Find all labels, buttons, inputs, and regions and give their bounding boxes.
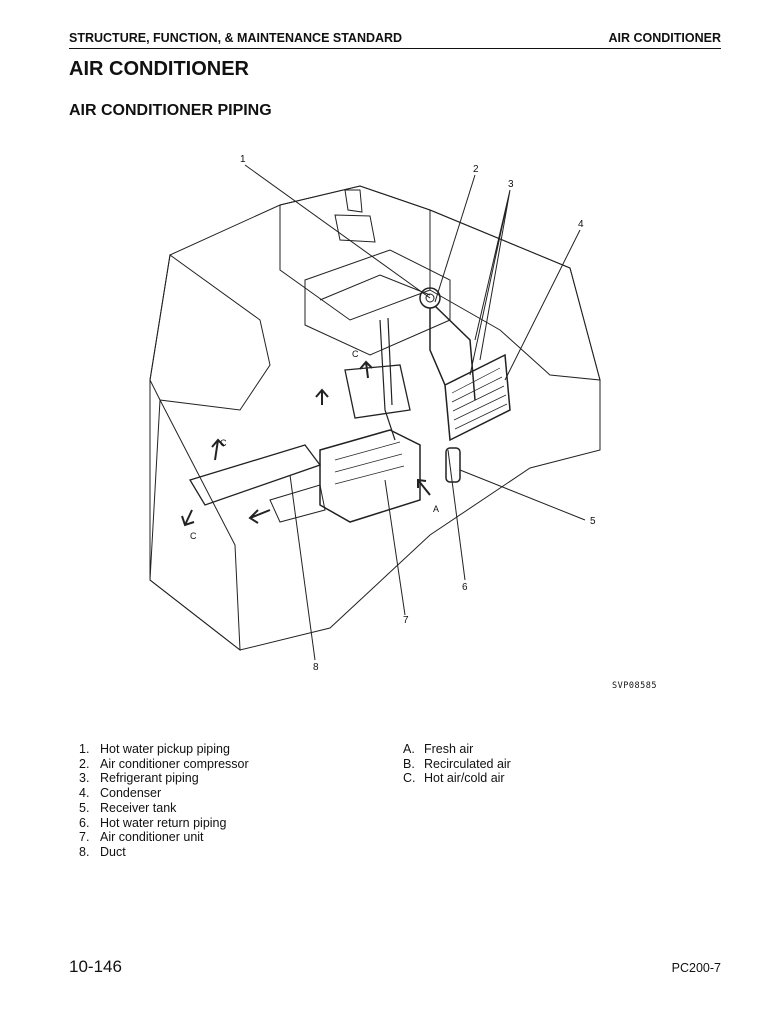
cab-window	[149, 398, 241, 652]
exhaust-pipe	[344, 189, 363, 213]
parts-legend: 1.Hot water pickup piping 2.Air conditio…	[79, 742, 249, 860]
air-label-c-top: C	[220, 438, 227, 448]
receiver-tank	[445, 447, 461, 483]
callout-7: 7	[403, 615, 409, 626]
legend-item: 6.Hot water return piping	[79, 815, 227, 830]
upper-duct	[344, 364, 411, 419]
callout-5: 5	[590, 516, 596, 527]
section-subtitle: AIR CONDITIONER PIPING	[69, 102, 272, 119]
legend-item: 4.Condenser	[79, 786, 162, 801]
topic-title: AIR CONDITIONER	[608, 31, 722, 45]
figure-code: SVP08585	[612, 681, 657, 691]
condenser	[444, 353, 511, 442]
air-label-c-upper: C	[352, 349, 359, 359]
callout-8: 8	[313, 662, 319, 673]
legend-item: 7.Air conditioner unit	[79, 830, 204, 845]
legend-item: A.Fresh air	[403, 742, 474, 756]
refrigerant-pipe	[429, 308, 446, 386]
legend-item: 2.Air conditioner compressor	[79, 756, 249, 771]
page-title: AIR CONDITIONER	[69, 58, 249, 80]
air-label-c-bottom: C	[190, 531, 197, 541]
legend-item: 1.Hot water pickup piping	[79, 742, 230, 756]
air-label-a: A	[433, 504, 439, 514]
ac-unit	[319, 429, 421, 523]
section-title: STRUCTURE, FUNCTION, & MAINTENANCE STAND…	[69, 31, 403, 45]
legend-item: C.Hot air/cold air	[403, 771, 505, 786]
callout-1: 1	[240, 154, 246, 165]
callout-3: 3	[508, 179, 514, 190]
hot-water-pipe	[379, 317, 396, 441]
legend-item: 8.Duct	[79, 844, 126, 859]
callout-4: 4	[578, 219, 584, 230]
engine-hood	[279, 185, 431, 321]
cab-outline	[149, 254, 271, 411]
callout-6: 6	[462, 582, 468, 593]
callout-2: 2	[473, 164, 479, 175]
page-header: STRUCTURE, FUNCTION, & MAINTENANCE STAND…	[69, 30, 721, 49]
legend-item: B.Recirculated air	[403, 756, 511, 771]
model-name: PC200-7	[671, 961, 721, 975]
legend-item: 5.Receiver tank	[79, 800, 177, 815]
legend-item: 3.Refrigerant piping	[79, 771, 199, 786]
front-duct	[189, 444, 322, 506]
air-legend: A.Fresh air B.Recirculated air C.Hot air…	[403, 742, 511, 786]
engine-block	[304, 249, 451, 356]
piping-diagram: 1 2 3 4 5 6 7 8 A C C C	[149, 154, 601, 673]
page-number: 10-146	[69, 957, 122, 976]
